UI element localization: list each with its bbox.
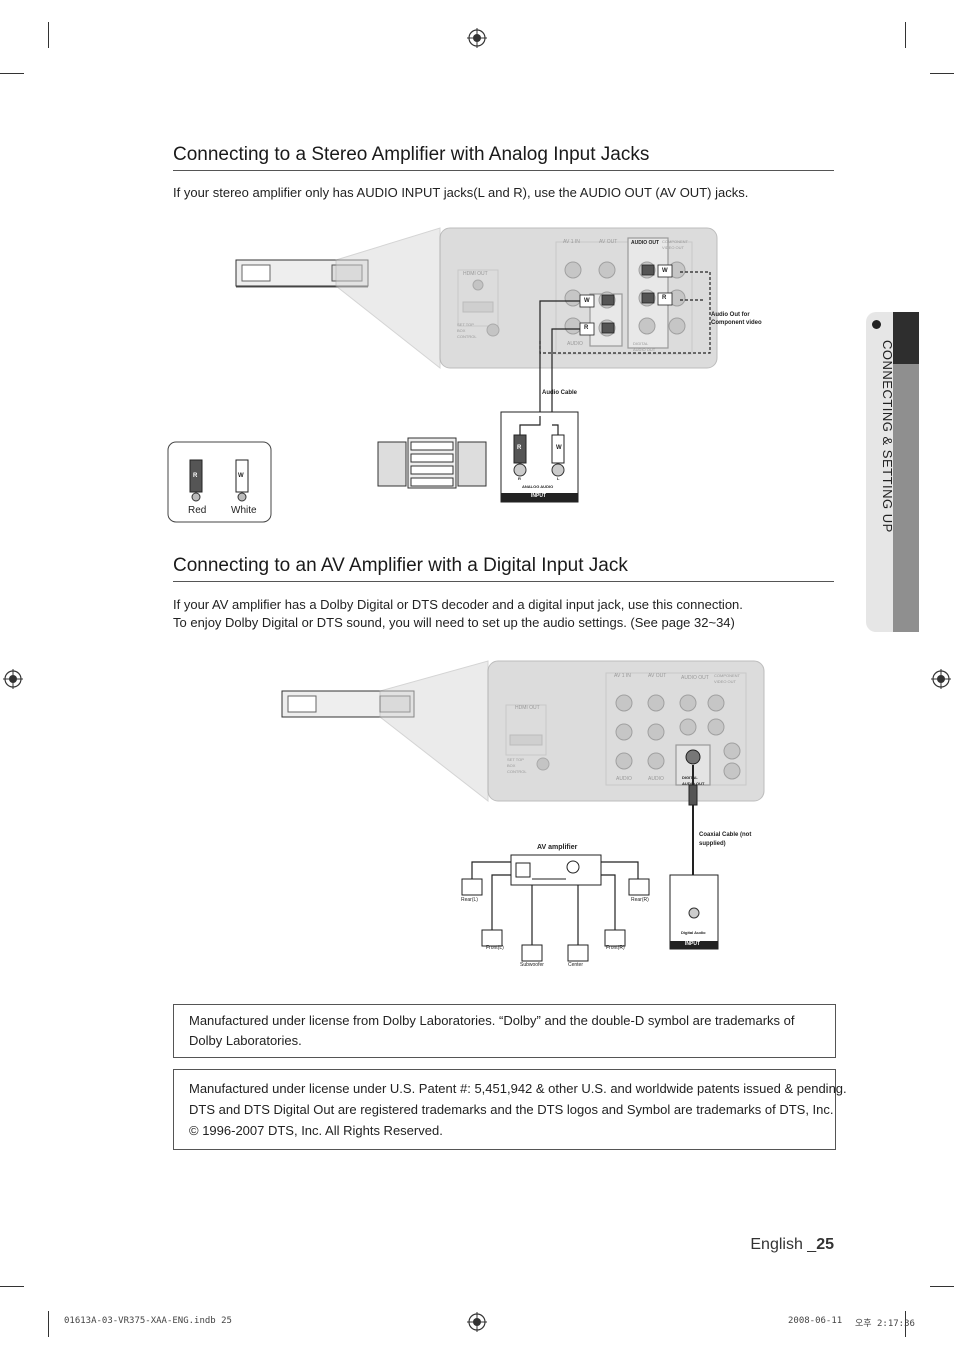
- av-amplifier-diagram: [281, 660, 765, 962]
- stereo-connection-diagram: [167, 227, 718, 523]
- crop-mark: [905, 1311, 906, 1337]
- slug-date: 2008-06-11: [788, 1316, 843, 1326]
- legend-plug-w: W: [238, 473, 244, 479]
- section-body-av-line2: To enjoy Dolby Digital or DTS sound, you…: [173, 615, 735, 630]
- notice-dts: Manufactured under license under U.S. Pa…: [173, 1069, 847, 1150]
- sidebar-tab-label: CONNECTING & SETTING UP: [880, 340, 895, 533]
- registration-mark-icon: [3, 669, 23, 689]
- av-amplifier-label: AV amplifier: [537, 844, 578, 851]
- crop-mark: [0, 1286, 24, 1287]
- notice-dts-line2: DTS and DTS Digital Out are registered t…: [189, 1102, 834, 1117]
- speaker-front-right: Front(R): [606, 945, 625, 951]
- registration-mark-icon: [931, 669, 951, 689]
- coax-cable-label: Coaxial Cable (not supplied): [699, 832, 752, 847]
- crop-mark: [930, 1286, 954, 1287]
- plug-label-w: W: [662, 268, 668, 274]
- section-body-stereo: If your stereo amplifier only has AUDIO …: [173, 185, 749, 200]
- page-number: 25: [816, 1236, 834, 1253]
- slug-time: 오후 2:17:36: [855, 1319, 915, 1329]
- panel-label-av1in: AV 1 IN: [563, 239, 580, 245]
- panel2-label-settop: SET TOP BOX CONTROL: [507, 757, 527, 774]
- panel2-label-audioout: AUDIO OUT: [681, 675, 709, 681]
- audio-cable-label: Audio Cable: [542, 390, 578, 396]
- panel-label-settop: SET TOP BOX CONTROL: [457, 322, 477, 339]
- notice-dts-line3: © 1996-2007 DTS, Inc. All Rights Reserve…: [189, 1123, 443, 1138]
- digital-input-caption: Digital Audio: [681, 930, 706, 935]
- page-footer: English _25: [750, 1236, 834, 1254]
- panel-label-digital: DIGITAL AUDIO OUT: [633, 341, 656, 352]
- section-heading-stereo: Connecting to a Stereo Amplifier with An…: [173, 144, 834, 171]
- speaker-subwoofer: Subwoofer: [520, 962, 544, 968]
- section-body-av-line1: If your AV amplifier has a Dolby Digital…: [173, 597, 743, 612]
- panel2-label-digital: DIGITAL AUDIO OUT: [682, 775, 705, 786]
- speaker-rear-right: Rear(R): [631, 897, 649, 903]
- plug-label-r: R: [584, 325, 589, 331]
- sidebar-tab-dark: [893, 312, 919, 364]
- speaker-rear-left: Rear(L): [461, 897, 478, 903]
- speaker-front-left: Front(L): [486, 945, 504, 951]
- legend-red: Red: [188, 505, 207, 516]
- notice-dolby: Manufactured under license from Dolby La…: [173, 1004, 836, 1058]
- panel-label-component: COMPONENT VIDEO OUT: [662, 239, 688, 250]
- registration-mark-icon: [467, 1312, 487, 1332]
- speaker-center: Center: [568, 962, 584, 968]
- sidebar-tab-mid: [893, 364, 919, 632]
- notice-dts-line1: Manufactured under license under U.S. Pa…: [189, 1081, 847, 1096]
- amp-jack-w: W: [556, 445, 562, 451]
- crop-mark: [905, 22, 906, 48]
- panel-label-hdmi: HDMI OUT: [463, 271, 488, 277]
- plug-label-r: R: [662, 295, 667, 301]
- panel2-label-audio: AUDIO: [616, 776, 632, 782]
- slug-file: 01613A-03-VR375-XAA-ENG.indb 25: [64, 1316, 232, 1326]
- panel2-label-component: COMPONENT VIDEO OUT: [714, 673, 740, 684]
- panel2-label-av1in: AV 1 IN: [614, 673, 631, 679]
- digital-input-label: INPUT: [685, 941, 700, 947]
- notice-dolby-text: Manufactured under license from Dolby La…: [189, 1013, 795, 1048]
- sidebar-bullet-icon: [872, 320, 881, 329]
- registration-mark-icon: [467, 28, 487, 48]
- crop-mark: [0, 73, 24, 74]
- crop-mark: [930, 73, 954, 74]
- callout-component-audio: Audio Out for Component video: [711, 312, 762, 326]
- panel2-label-audio: AUDIO: [648, 776, 664, 782]
- panel-label-audio: AUDIO: [567, 341, 583, 347]
- plug-label-w: W: [584, 298, 590, 304]
- panel2-label-hdmi: HDMI OUT: [515, 705, 540, 711]
- legend-white: White: [231, 505, 257, 516]
- page-language: English _: [750, 1236, 817, 1253]
- amp-l: L: [557, 476, 560, 481]
- panel-label-avout: AV OUT: [599, 239, 618, 245]
- crop-mark: [48, 22, 49, 48]
- legend-plug-r: R: [193, 473, 198, 479]
- crop-mark: [48, 1311, 49, 1337]
- panel-label-audioout: AUDIO OUT: [631, 240, 660, 246]
- amp-caption: ANALOG AUDIO: [522, 484, 554, 489]
- amp-jack-r: R: [517, 445, 522, 451]
- section-heading-av: Connecting to an AV Amplifier with a Dig…: [173, 555, 834, 582]
- panel2-label-avout: AV OUT: [648, 673, 667, 679]
- amp-input-label: INPUT: [531, 493, 546, 499]
- amp-r: R: [518, 476, 521, 481]
